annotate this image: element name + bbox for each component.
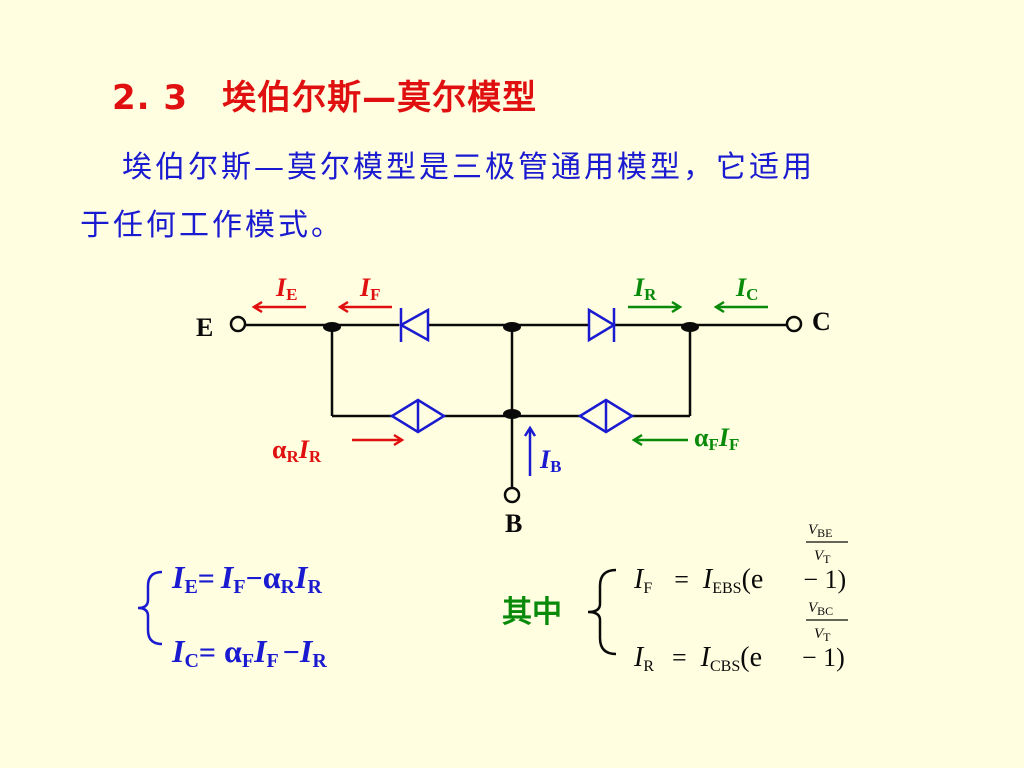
circuit-wires — [246, 323, 786, 488]
exponent-vt-2: VT — [814, 626, 831, 644]
equation-ic: IC=αFIF−IR — [171, 633, 327, 672]
section-number: 2. 3 — [112, 78, 189, 118]
label-ir: IR — [633, 273, 657, 304]
diodes — [398, 307, 617, 343]
equation-ir-main: IR=ICBS(e− 1) — [633, 642, 845, 675]
page-title: 2. 3 埃伯尔斯—莫尔模型 — [112, 70, 537, 119]
diode-right — [587, 307, 617, 343]
label-ib: IB — [539, 445, 561, 476]
brace-right — [587, 568, 617, 656]
label-ie: IE — [275, 273, 297, 304]
circuit-junctions — [323, 322, 699, 419]
current-arrows — [251, 300, 768, 476]
label-source-right: αFIF — [694, 423, 739, 454]
junction-dot-right — [681, 322, 699, 332]
current-source-left — [389, 398, 447, 434]
arrow-ie — [251, 300, 306, 314]
label-ic: IC — [735, 273, 758, 304]
arrow-if — [337, 300, 392, 314]
terminal-label-b: B — [505, 509, 522, 538]
section-title: 埃伯尔斯—莫尔模型 — [222, 78, 538, 118]
intro-line-1: 埃伯尔斯—莫尔模型是三极管通用模型，它适用 — [122, 150, 815, 185]
junction-dot-left — [323, 322, 341, 332]
arrow-ib — [523, 425, 537, 476]
where-label: 其中 — [502, 595, 562, 630]
current-sources — [389, 398, 635, 434]
arrow-source-right — [631, 433, 688, 447]
current-source-right — [577, 398, 635, 434]
terminal-label-e: E — [196, 313, 213, 342]
exponent-vbe: VBE — [808, 522, 833, 540]
diode-left — [398, 307, 430, 343]
terminal-circle-e — [229, 315, 247, 333]
junction-dot-bottom — [503, 409, 521, 419]
junction-dot-mid — [503, 322, 521, 332]
arrow-ic — [713, 300, 768, 314]
exponent-vt-1: VT — [814, 548, 831, 566]
terminal-circle-c — [785, 315, 803, 333]
exponent-vbc: VBC — [808, 600, 833, 618]
arrow-ir — [628, 300, 683, 314]
brace-left — [137, 570, 163, 646]
label-source-left: αRIR — [272, 435, 322, 466]
arrow-source-left — [352, 433, 405, 447]
terminal-circle-b — [503, 486, 521, 504]
equation-if-main: IF=IEBS(e− 1) — [633, 564, 846, 597]
terminal-label-c: C — [812, 307, 831, 336]
terminal-circles — [229, 315, 803, 504]
intro-line-2: 于任何工作模式。 — [80, 208, 344, 243]
label-if: IF — [359, 273, 381, 304]
equation-ie: IE=IF−αRIR — [171, 559, 322, 598]
